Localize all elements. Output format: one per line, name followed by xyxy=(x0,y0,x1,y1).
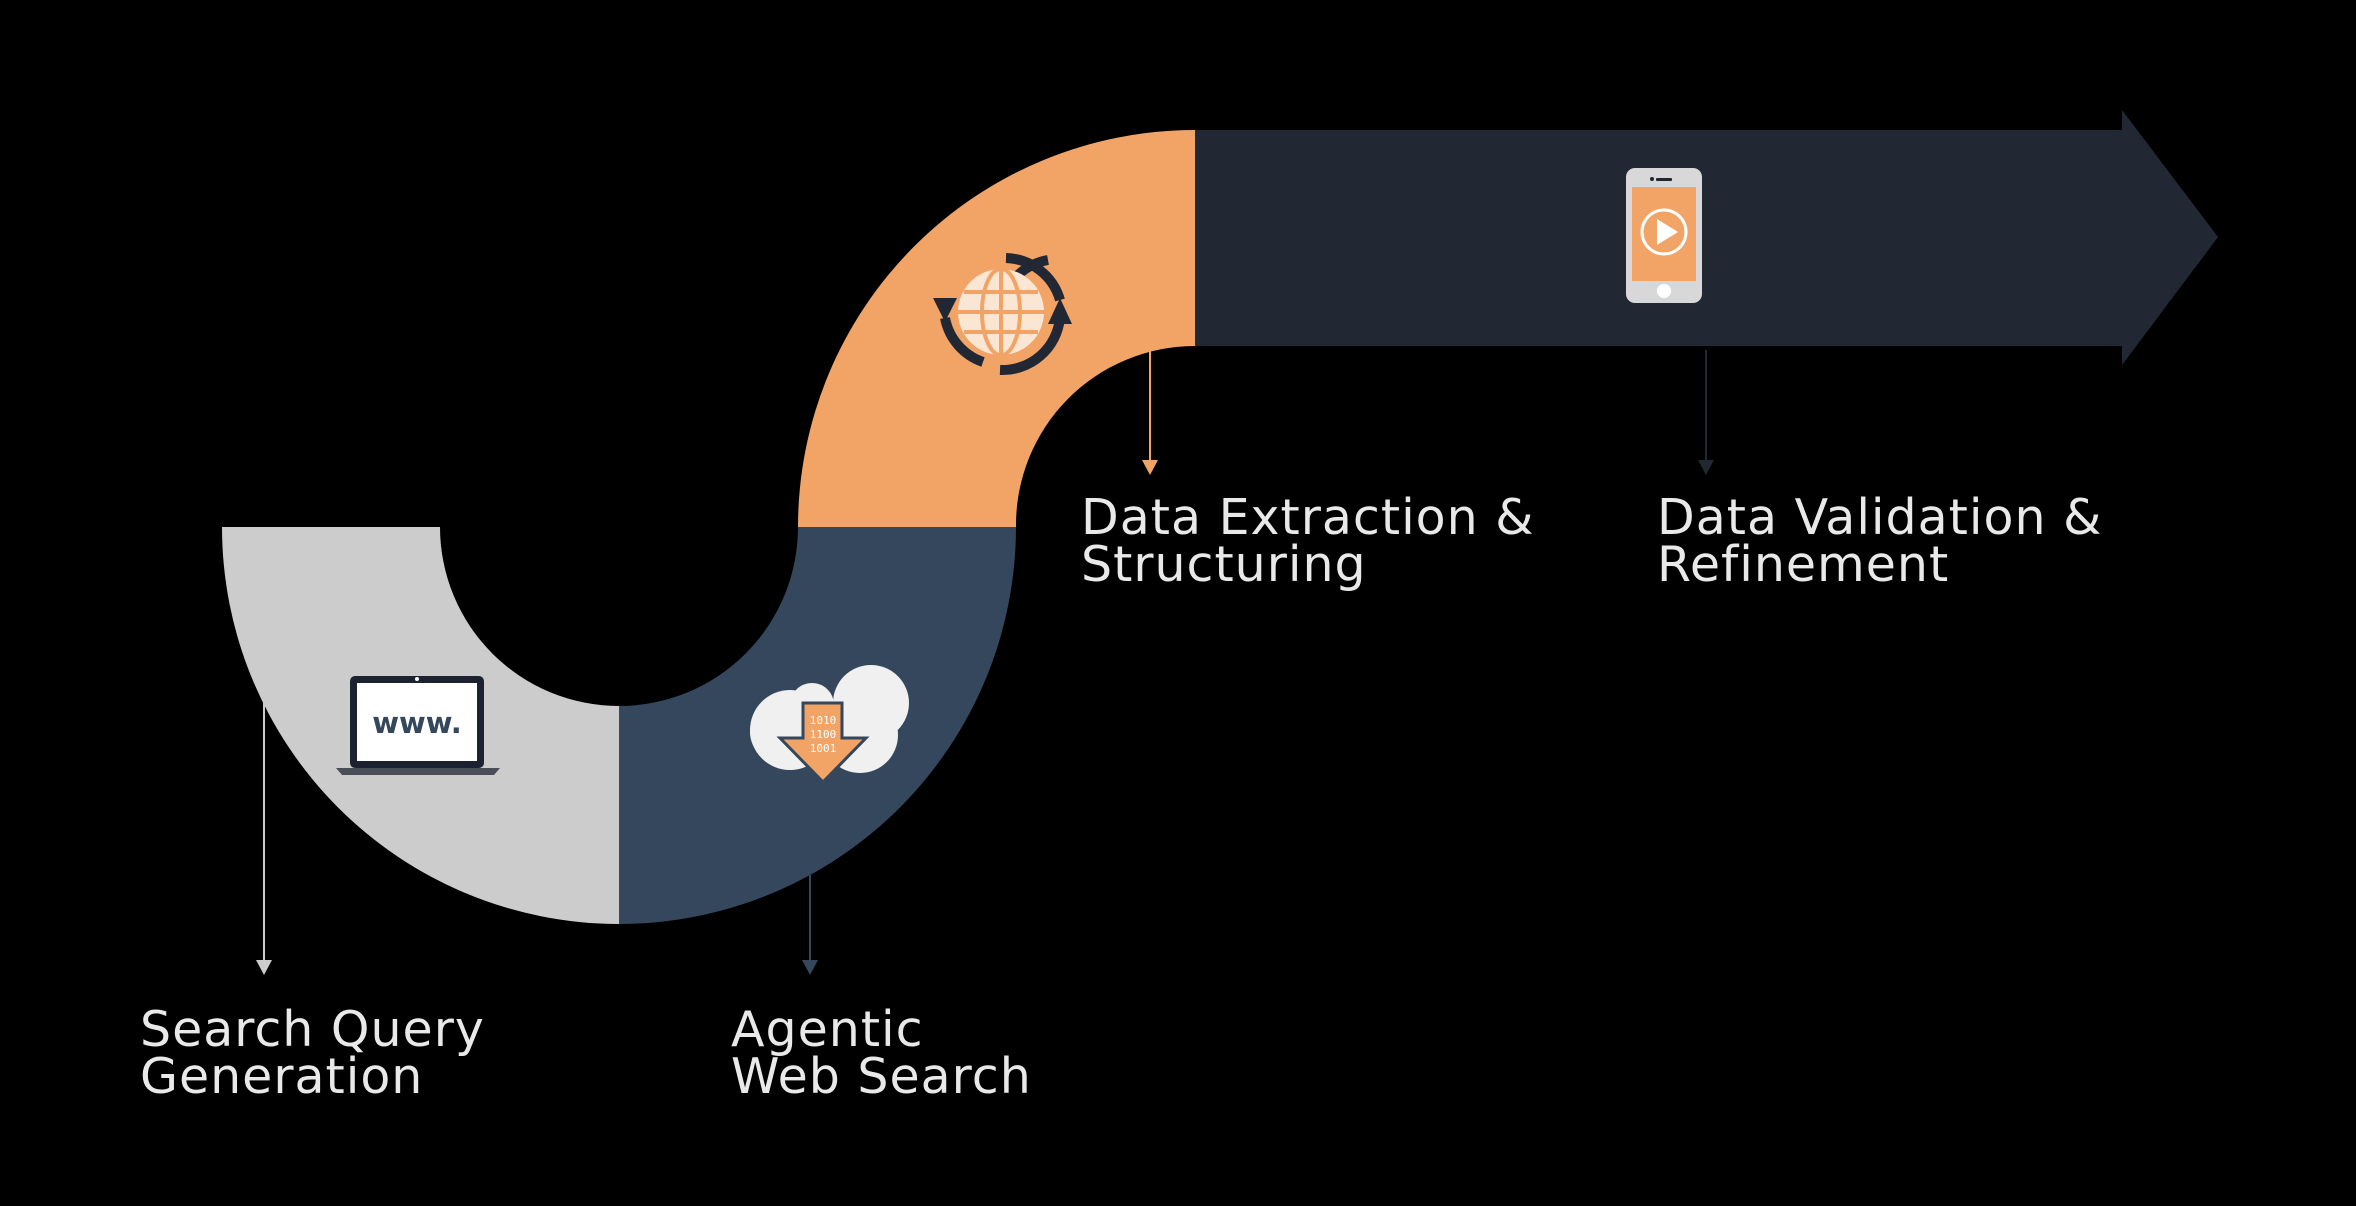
cloud-download-icon: 1010 1100 1001 xyxy=(750,665,909,785)
step-4-label-line2: Refinement xyxy=(1657,536,1950,593)
stage-4-arrow xyxy=(1195,110,2218,365)
step-4-label-line1: Data Validation & xyxy=(1657,489,2103,546)
binary-line-2: 1100 xyxy=(810,728,837,741)
laptop-www-text: www. xyxy=(372,706,462,740)
binary-line-1: 1010 xyxy=(810,714,837,727)
step-2-label-line1: Agentic xyxy=(731,1001,924,1058)
step-3-label-line2: Structuring xyxy=(1081,536,1367,593)
pointer-1 xyxy=(256,700,272,975)
step-1-label-line1: Search Query xyxy=(140,1001,485,1058)
step-3-label-line1: Data Extraction & xyxy=(1081,489,1535,546)
binary-line-3: 1001 xyxy=(810,742,837,755)
pointer-4 xyxy=(1698,350,1714,475)
laptop-www-icon: www. xyxy=(336,676,500,775)
step-1-label-line2: Generation xyxy=(140,1048,424,1105)
step-2-label-line2: Web Search xyxy=(731,1048,1032,1105)
globe-sync-icon xyxy=(933,253,1072,376)
step-1-label: Search Query Generation xyxy=(140,1001,485,1105)
step-2-label: Agentic Web Search xyxy=(731,1001,1032,1105)
smartphone-play-icon xyxy=(1626,168,1702,303)
step-3-label: Data Extraction & Structuring xyxy=(1081,489,1535,593)
pointer-3 xyxy=(1142,350,1158,475)
step-4-label: Data Validation & Refinement xyxy=(1657,489,2103,593)
pointer-2 xyxy=(802,875,818,975)
